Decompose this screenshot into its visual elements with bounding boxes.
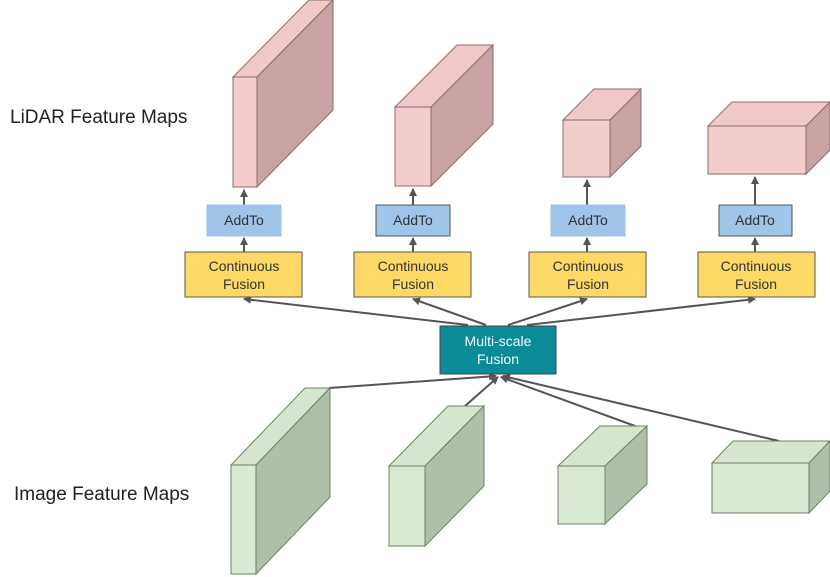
addto-node-3: AddTo <box>550 204 626 237</box>
multi-scale-fusion-node: Multi-scale Fusion <box>439 325 557 375</box>
connector-image-4 <box>502 373 780 442</box>
continuous-fusion-node-2: Continuous Fusion <box>353 251 472 298</box>
addto-node-1: AddTo <box>206 204 282 237</box>
lidar-row-label: LiDAR Feature Maps <box>10 107 188 128</box>
continuous-fusion-label-line2: Fusion <box>392 276 434 292</box>
addto-nodes: AddTo AddTo AddTo AddTo <box>206 204 793 237</box>
lidar-map-2 <box>393 43 495 188</box>
multi-scale-fusion-label-line2: Fusion <box>477 351 519 367</box>
continuous-fusion-label-line2: Fusion <box>735 276 777 292</box>
image-map-2 <box>387 404 486 548</box>
connector-image-3 <box>500 375 636 427</box>
continuous-fusion-label-line2: Fusion <box>223 276 265 292</box>
addto-node-4: AddTo <box>718 204 793 237</box>
multi-scale-fusion-label-line1: Multi-scale <box>465 333 532 349</box>
addto-node-2: AddTo <box>375 204 451 237</box>
connector-fusion-3 <box>507 297 588 326</box>
image-feature-maps <box>229 386 830 576</box>
connector-image-2 <box>464 376 499 407</box>
connector-fusion-1 <box>243 295 469 326</box>
connector-fusion-4 <box>526 295 756 326</box>
addto-label: AddTo <box>224 212 264 228</box>
continuous-fusion-nodes: Continuous Fusion Continuous Fusion Cont… <box>184 251 816 298</box>
lidar-map-1 <box>231 0 334 189</box>
addto-label: AddTo <box>393 212 433 228</box>
continuous-fusion-label-line2: Fusion <box>567 276 609 292</box>
image-map-4 <box>710 440 830 515</box>
connector-fusion-2 <box>412 297 487 326</box>
lidar-feature-maps <box>231 0 830 189</box>
continuous-fusion-label-line1: Continuous <box>209 258 280 274</box>
image-map-1 <box>229 386 332 576</box>
lidar-map-4 <box>706 101 830 176</box>
lidar-map-3 <box>561 87 643 179</box>
column-connectors <box>240 176 759 252</box>
image-map-3 <box>556 424 649 526</box>
fusion-to-continuous-connectors <box>243 295 756 326</box>
continuous-fusion-node-4: Continuous Fusion <box>697 251 816 298</box>
connector-image-1 <box>328 372 497 389</box>
image-row-label: Image Feature Maps <box>14 484 190 505</box>
addto-label: AddTo <box>568 212 608 228</box>
continuous-fusion-label-line1: Continuous <box>553 258 624 274</box>
continuous-fusion-node-1: Continuous Fusion <box>184 251 303 298</box>
continuous-fusion-label-line1: Continuous <box>721 258 792 274</box>
continuous-fusion-node-3: Continuous Fusion <box>528 251 647 298</box>
addto-label: AddTo <box>735 212 775 228</box>
continuous-fusion-label-line1: Continuous <box>378 258 449 274</box>
image-to-fusion-connectors <box>328 372 780 442</box>
